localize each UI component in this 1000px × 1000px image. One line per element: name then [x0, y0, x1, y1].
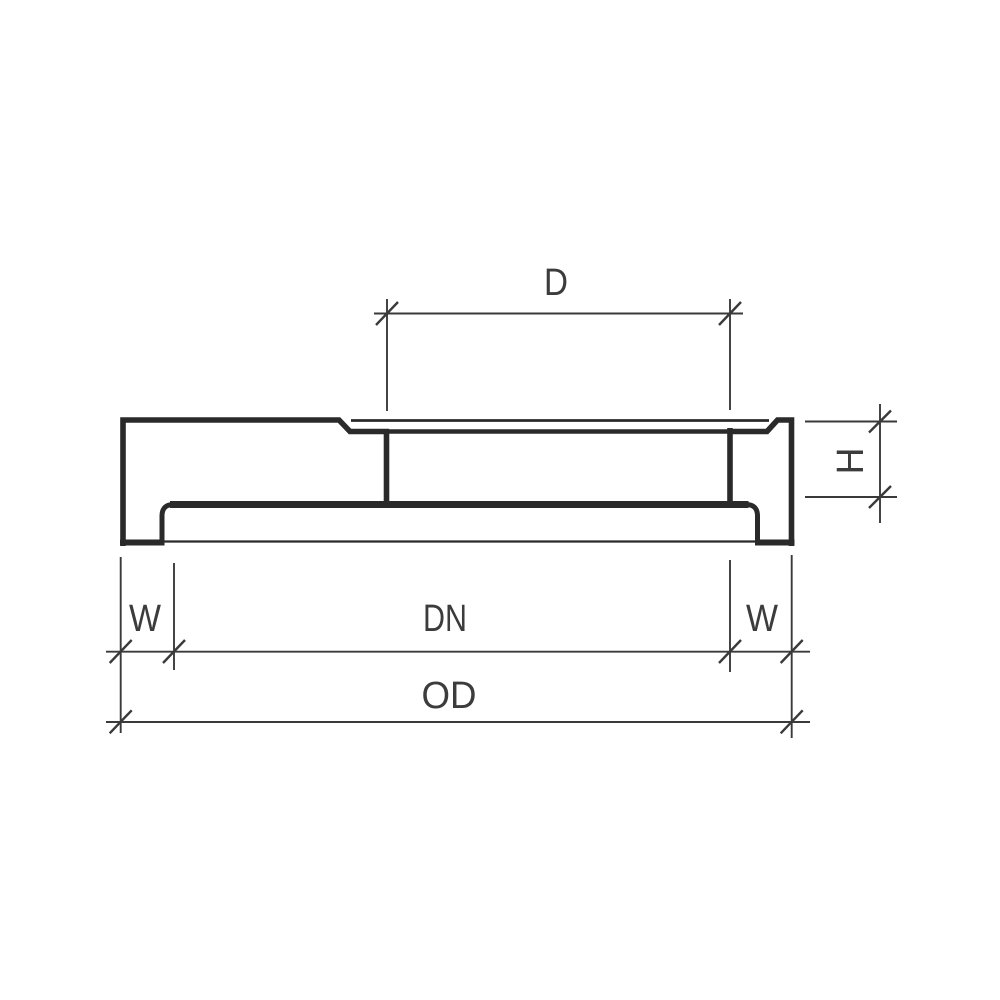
dimension-d: D [374, 262, 743, 411]
label-h: H [830, 448, 872, 475]
label-w-right: W [746, 598, 778, 640]
d-tick-right [718, 301, 742, 326]
label-w-left: W [129, 598, 161, 640]
h-tick-bottom [868, 485, 892, 509]
label-od: OD [422, 675, 477, 717]
dimension-h: H [805, 404, 897, 523]
outline-left-foot-inner-corner [159, 502, 174, 545]
part-outline [120, 417, 795, 546]
dn-tick-inner-right [718, 639, 742, 664]
h-tick-top [868, 409, 892, 434]
outline-right-foot-inner-corner [745, 502, 760, 545]
dimension-bottom-group: W DN W OD [106, 555, 810, 738]
od-tick-left [108, 709, 133, 735]
dn-tick-outer-right [779, 639, 804, 664]
d-tick-left [375, 301, 399, 326]
dn-tick-outer-left [108, 639, 133, 664]
label-dn: DN [423, 598, 467, 640]
label-d: D [544, 262, 568, 304]
od-tick-right [779, 709, 804, 735]
dn-tick-inner-left [162, 639, 186, 664]
